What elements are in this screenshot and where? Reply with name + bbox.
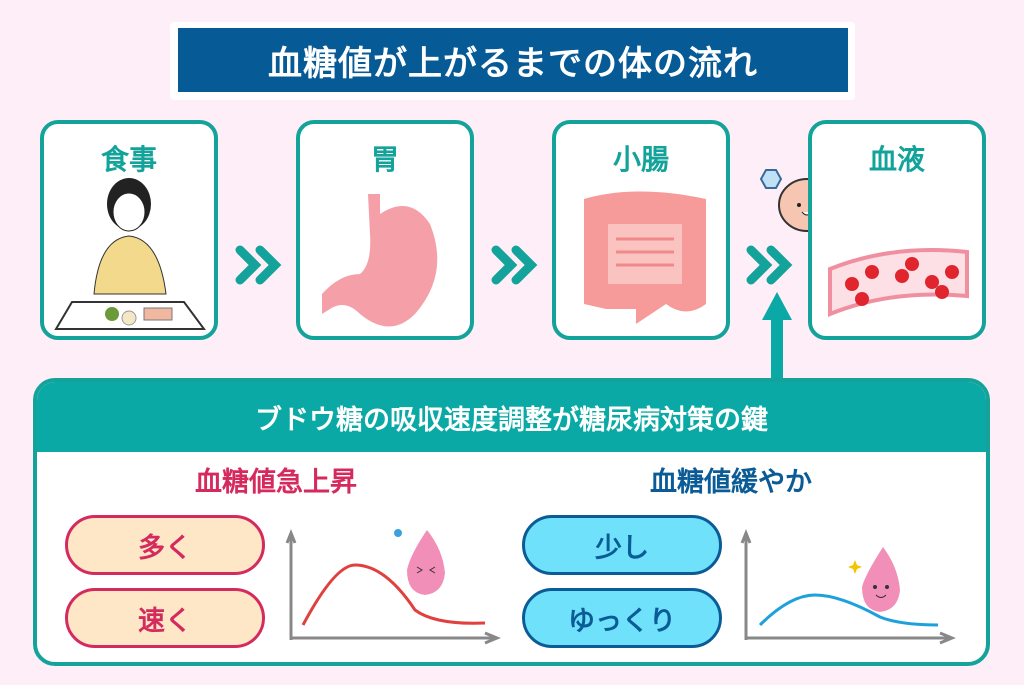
step-card-small-intestine: 小腸: [552, 120, 730, 340]
step-label: 小腸: [612, 143, 669, 176]
gradual-item-slow: ゆっくり: [522, 588, 722, 648]
chevron-right-icon: [235, 245, 282, 285]
intestine-illustration: [584, 191, 706, 324]
stressed-drop-character-icon: [394, 529, 445, 595]
rapid-item-fast: 速く: [65, 588, 265, 648]
meal-illustration: [54, 178, 206, 330]
gradual-rise-title: 血糖値緩やか: [650, 467, 812, 498]
step-card-blood: 血液: [808, 120, 986, 340]
chevron-right-icon: [491, 245, 538, 285]
panel-heading: ブドウ糖の吸収速度調整が糖尿病対策の鍵: [37, 382, 986, 452]
chevron-right-icon: [746, 245, 793, 285]
x-axis: [291, 631, 501, 645]
up-arrow-icon: [762, 292, 792, 382]
rapid-item-many: 多く: [65, 515, 265, 575]
y-axis: [285, 528, 297, 640]
gradual-rise-graph: [740, 528, 956, 645]
page-title: 血糖値が上がるまでの体の流れ: [178, 28, 848, 92]
step-label: 胃: [370, 143, 399, 176]
stomach-illustration: [322, 194, 438, 327]
happy-drop-character-icon: [848, 547, 900, 612]
y-axis: [740, 528, 752, 640]
blood-vessel-illustration: [828, 248, 969, 317]
step-label: 血液: [868, 143, 925, 176]
gradual-item-little: 少し: [522, 515, 722, 575]
step-card-meal: 食事: [40, 120, 218, 340]
rapid-rise-title: 血糖値急上昇: [195, 467, 357, 498]
rapid-rise-graph: [285, 528, 501, 645]
x-axis: [746, 631, 956, 645]
rapid-curve: [301, 563, 486, 626]
gradual-curve: [758, 593, 939, 627]
step-card-stomach: 胃: [296, 120, 474, 340]
step-label: 食事: [100, 143, 157, 176]
